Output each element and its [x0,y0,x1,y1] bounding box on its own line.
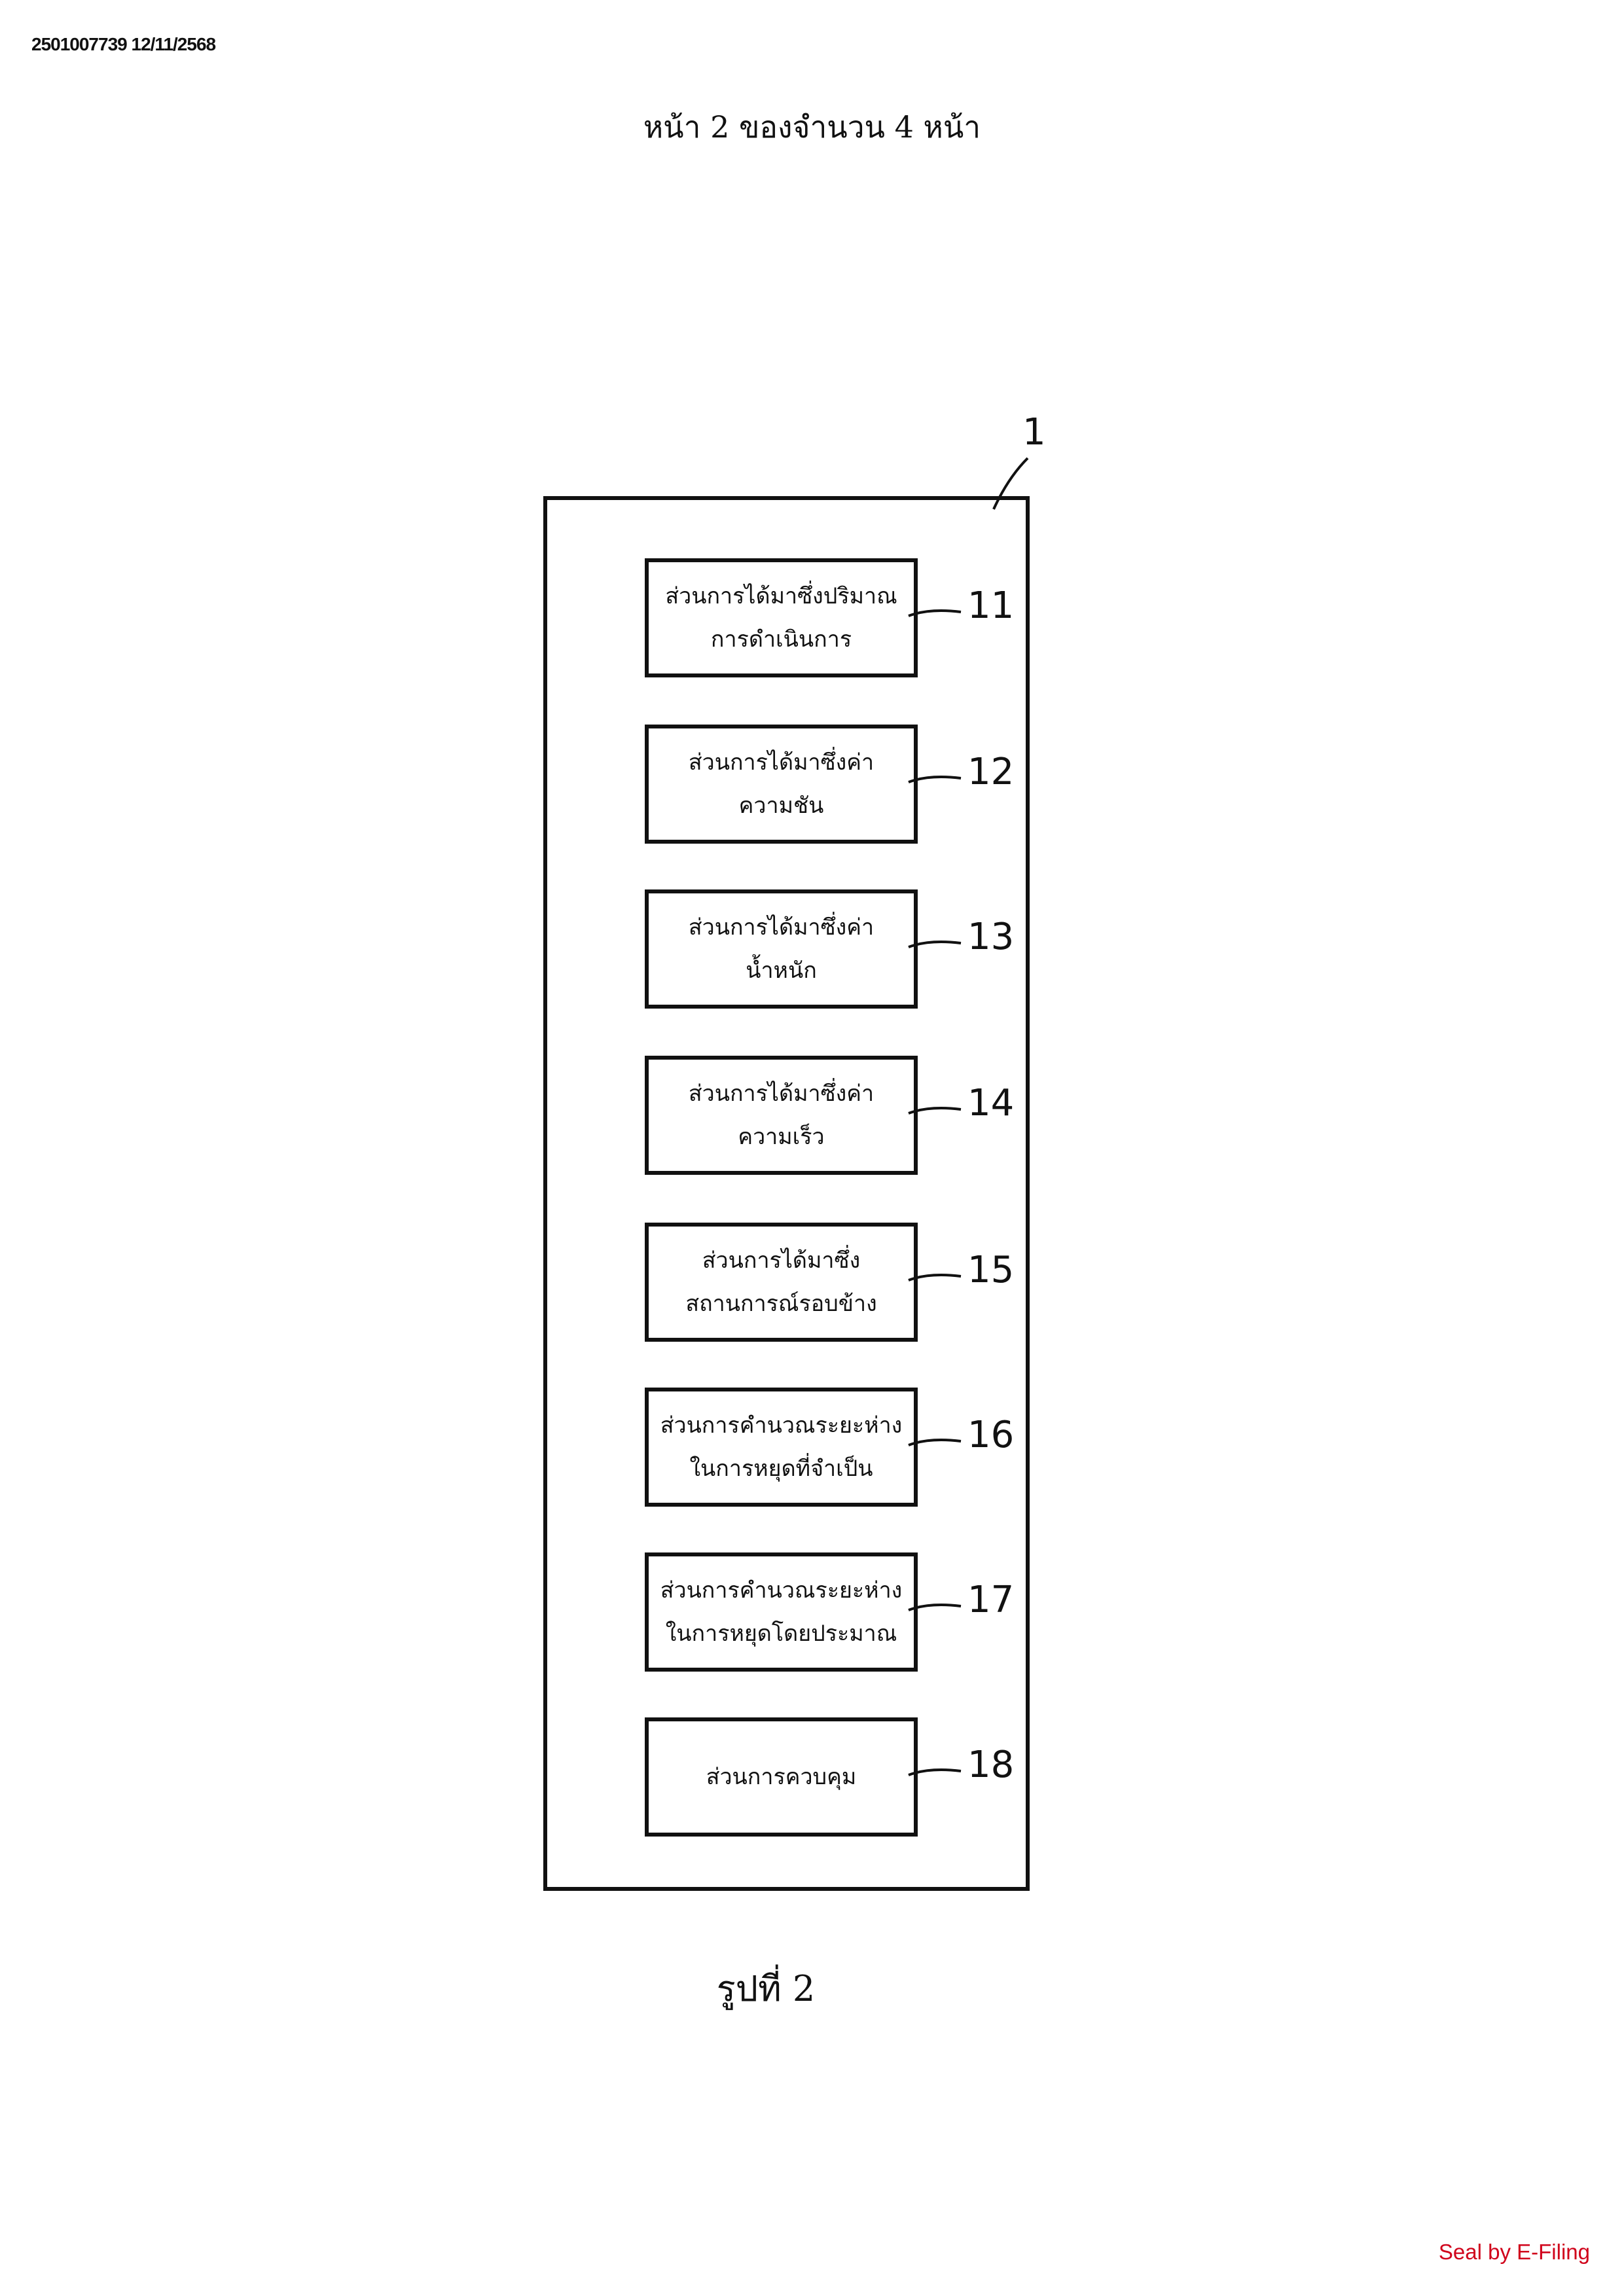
document-id: 2501007739 12/11/2568 [31,34,216,54]
block-label-line1: ส่วนการควบคุม [706,1764,857,1790]
block-17: ส่วนการคำนวณระยะห่างในการหยุดโดยประมาณ [645,1552,918,1672]
ref-label-11: 11 [967,584,1015,627]
block-label-line1: ส่วนการได้มาซึ่งปริมาณ [665,583,897,609]
block-label-line2: สถานการณ์รอบข้าง [685,1291,877,1317]
block-label-line1: ส่วนการได้มาซึ่ง [702,1247,861,1274]
block-11: ส่วนการได้มาซึ่งปริมาณการดำเนินการ [645,558,918,677]
figure-caption: รูปที่ 2 [716,1968,816,2009]
ref-label-13: 13 [967,916,1015,958]
page-header: หน้า 2 ของจำนวน 4 หน้า [643,109,981,145]
block-12: ส่วนการได้มาซึ่งค่าความชัน [645,725,918,844]
block-label-line1: ส่วนการได้มาซึ่งค่า [688,749,875,776]
block-label-line2: น้ำหนัก [746,958,817,984]
ref-label-17: 17 [967,1579,1015,1621]
block-label-line1: ส่วนการได้มาซึ่งค่า [688,914,875,941]
system-outer-box [543,496,1030,1891]
block-13: ส่วนการได้มาซึ่งค่าน้ำหนัก [645,889,918,1009]
block-label-line1: ส่วนการได้มาซึ่งค่า [688,1081,875,1107]
outer-ref-label: 1 [1022,411,1046,454]
block-label-line2: ความเร็ว [738,1124,825,1150]
ref-label-14: 14 [967,1082,1015,1124]
ref-label-15: 15 [967,1249,1015,1291]
block-label-line2: ในการหยุดโดยประมาณ [665,1621,897,1647]
block-15: ส่วนการได้มาซึ่งสถานการณ์รอบข้าง [645,1223,918,1342]
ref-label-12: 12 [967,751,1015,793]
block-label-line2: การดำเนินการ [710,626,852,653]
block-label-line1: ส่วนการคำนวณระยะห่าง [660,1412,903,1439]
block-label-line1: ส่วนการคำนวณระยะห่าง [660,1577,903,1604]
block-label-line2: ความชัน [738,793,824,819]
block-label-line2: ในการหยุดที่จำเป็น [689,1456,873,1482]
block-14: ส่วนการได้มาซึ่งค่าความเร็ว [645,1056,918,1175]
seal-text: Seal by E-Filing [1438,2240,1590,2264]
block-16: ส่วนการคำนวณระยะห่างในการหยุดที่จำเป็น [645,1388,918,1507]
ref-label-18: 18 [967,1744,1015,1786]
ref-label-16: 16 [967,1414,1015,1456]
block-18: ส่วนการควบคุม [645,1717,918,1837]
